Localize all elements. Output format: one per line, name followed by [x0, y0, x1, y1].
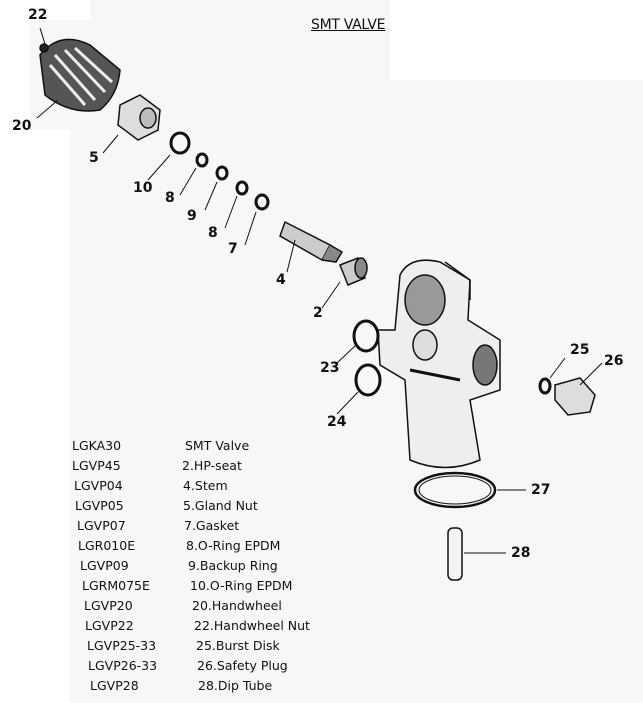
callout-25: 25 [570, 342, 590, 358]
part-code: LGVP07 [77, 518, 126, 533]
callout-2: 2 [313, 305, 323, 321]
leader-lines [36, 27, 603, 554]
part-description: 4.Stem [183, 478, 228, 493]
part-description: 10.O-Ring EPDM [190, 578, 293, 593]
part-code: LGVP25-33 [87, 638, 157, 653]
safety-plug [554, 377, 596, 416]
part-description: 8.O-Ring EPDM [186, 538, 281, 553]
stem-part [279, 220, 344, 263]
handwheel-part [39, 38, 121, 112]
part-description: 9.Backup Ring [188, 558, 278, 573]
callout-23: 23 [320, 360, 340, 376]
callout-22: 22 [28, 7, 48, 23]
callout-7: 7 [228, 241, 238, 257]
gasket-ring-27 [413, 471, 497, 509]
callout-24: 24 [327, 414, 347, 430]
callout-5: 5 [89, 150, 99, 166]
callout-28: 28 [511, 545, 531, 561]
part-code: LGVP09 [80, 558, 129, 573]
callout-8b: 8 [208, 225, 218, 241]
part-code: LGVP22 [85, 618, 134, 633]
rings-parts [169, 131, 270, 211]
ring-23 [352, 319, 380, 353]
hp-seat-part [339, 257, 368, 286]
part-description: 28.Dip Tube [198, 678, 273, 693]
part-code: LGVP20 [84, 598, 133, 613]
callout-4: 4 [276, 272, 286, 288]
dip-tube [447, 527, 463, 581]
diagram-title: SMT VALVE [311, 17, 386, 33]
part-code: LGKA30 [72, 438, 122, 453]
valve-body-part [377, 259, 501, 469]
part-code: LGVP28 [90, 678, 139, 693]
callout-26: 26 [604, 353, 624, 369]
callout-20: 20 [12, 118, 32, 134]
paper-scan-top [90, 0, 390, 90]
callout-8: 8 [165, 190, 175, 206]
part-description: 7.Gasket [184, 518, 240, 533]
part-code: LGRM075E [82, 578, 150, 593]
ring-24 [354, 363, 382, 397]
gasket-ring-inner [418, 475, 492, 505]
part-code: LGVP04 [74, 478, 123, 493]
part-description: 5.Gland Nut [183, 498, 258, 513]
part-description: 2.HP-seat [182, 458, 242, 473]
burst-disk [538, 377, 552, 395]
part-description: SMT Valve [185, 438, 250, 453]
callout-9: 9 [187, 208, 197, 224]
part-description: 26.Safety Plug [197, 658, 288, 673]
part-code: LGR010E [78, 538, 136, 553]
callout-10: 10 [133, 180, 153, 196]
gland-nut-part [117, 94, 161, 141]
part-description: 20.Handwheel [192, 598, 282, 613]
part-description: 22.Handwheel Nut [194, 618, 310, 633]
part-code: LGVP26-33 [88, 658, 158, 673]
part-code: LGVP05 [75, 498, 124, 513]
part-description: 25.Burst Disk [196, 638, 280, 653]
callout-27: 27 [531, 482, 551, 498]
part-code: LGVP45 [72, 458, 121, 473]
